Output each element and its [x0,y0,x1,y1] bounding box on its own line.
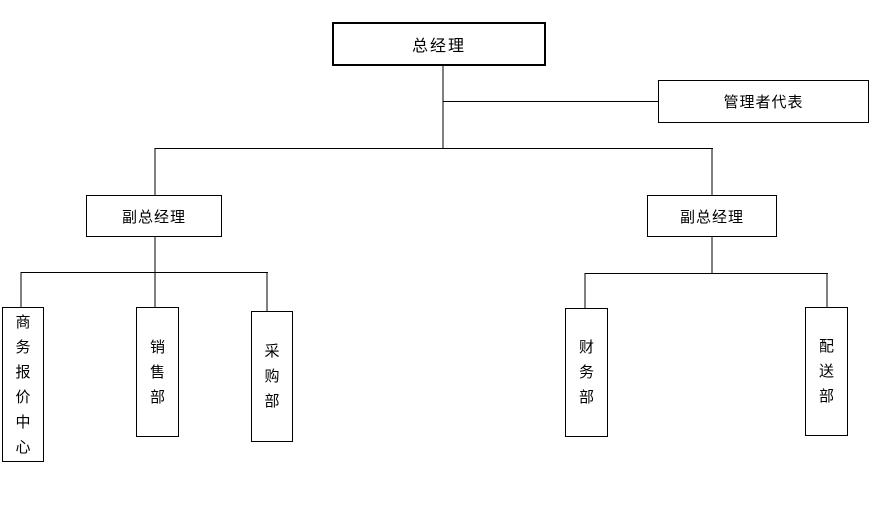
connector-drop-sales-department [154,272,156,308]
connector-branch-right-departments [585,273,828,274]
connector-branch-deputies [155,148,713,149]
connector-drop-deputy-gm-right [711,148,713,196]
connector-branch-left-departments [21,272,268,273]
node-management-representative: 管理者代表 [658,80,869,123]
node-finance-department: 财务部 [565,308,608,437]
node-deputy-general-manager-left: 副总经理 [86,195,222,237]
node-business-quotation-center: 商务报价中心 [2,307,44,462]
connector-stem-deputy-gm-right [711,237,713,274]
node-deputy-general-manager-right-label: 副总经理 [679,207,744,226]
node-general-manager: 总经理 [332,22,546,66]
node-deputy-general-manager-left-label: 副总经理 [121,207,186,226]
node-general-manager-label: 总经理 [411,36,466,55]
node-purchasing-department-label: 采购部 [264,342,280,410]
node-delivery-department: 配送部 [805,307,848,436]
connector-drop-business-quotation-center [20,272,22,308]
node-business-quotation-center-label: 商务报价中心 [15,312,31,456]
connector-drop-deputy-gm-left [154,148,156,196]
connector-gm-trunk [442,65,444,149]
connector-stem-deputy-gm-left [154,237,156,273]
node-sales-department: 销售部 [136,307,179,437]
node-delivery-department-label: 配送部 [818,337,834,405]
connector-gm-to-management-representative [443,101,659,102]
connector-drop-purchasing-department [266,272,268,312]
node-finance-department-label: 财务部 [578,338,594,406]
connector-drop-delivery-department [826,273,828,308]
node-management-representative-label: 管理者代表 [723,93,804,111]
node-sales-department-label: 销售部 [149,337,165,406]
node-purchasing-department: 采购部 [251,311,293,442]
node-deputy-general-manager-right: 副总经理 [647,195,777,237]
connector-drop-finance-department [584,273,586,309]
